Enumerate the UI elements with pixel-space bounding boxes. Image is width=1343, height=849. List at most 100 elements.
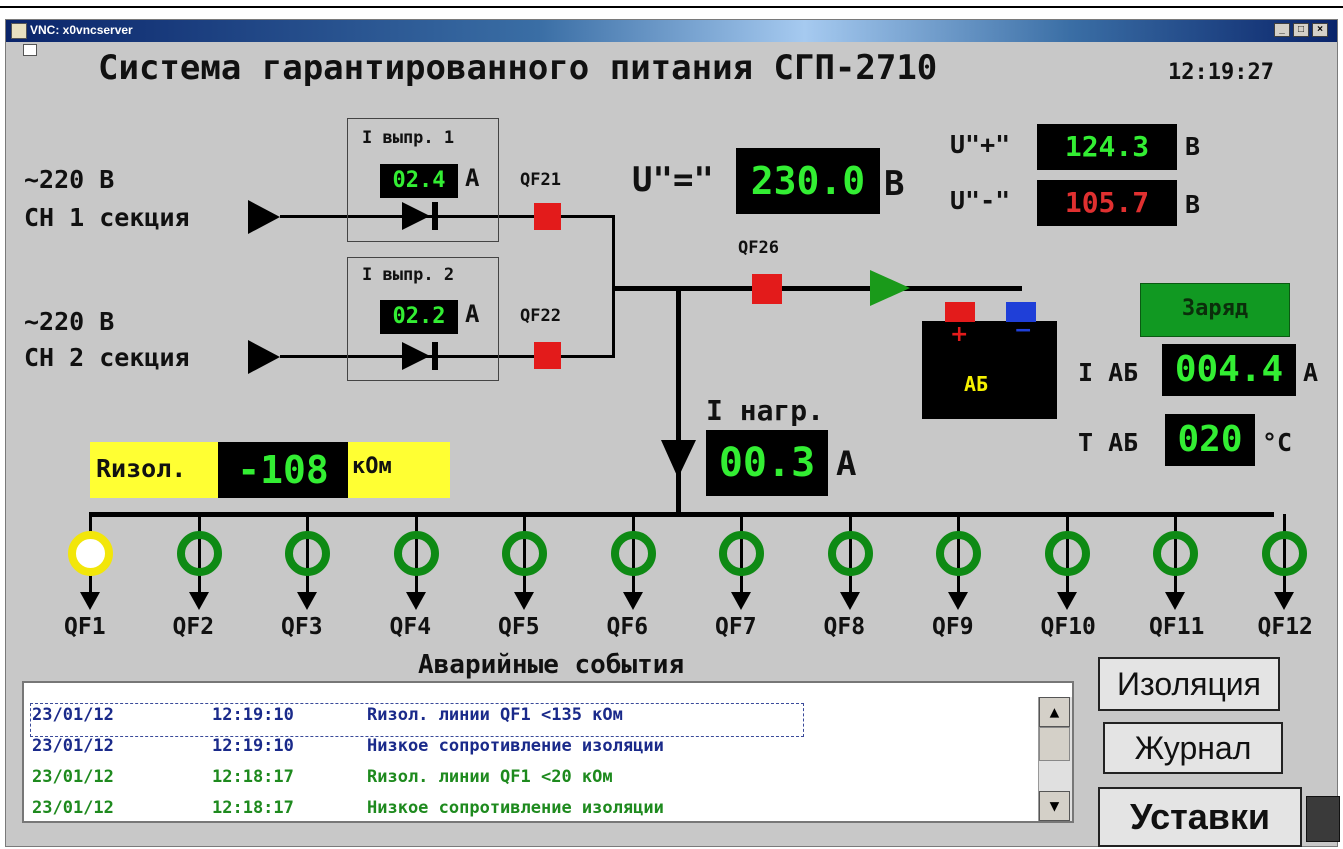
feeder-qf8-indicator[interactable] xyxy=(827,531,873,576)
feeder-label: QF2 xyxy=(172,614,215,640)
event-message: Низкое сопротивление изоляции xyxy=(367,798,664,818)
feeder-label: QF4 xyxy=(389,614,432,640)
input-2-voltage: ~220 В xyxy=(24,307,115,336)
event-log-scrollbar[interactable]: ▲ ▼ xyxy=(1038,697,1072,821)
plus-voltage-unit: В xyxy=(1185,132,1201,161)
clock: 12:19:27 xyxy=(1168,60,1274,85)
diode-1-icon xyxy=(402,202,438,230)
event-date: 23/01/12 xyxy=(32,767,114,787)
rectifier-2-unit: А xyxy=(465,300,480,328)
breaker-qf21-label: QF21 xyxy=(520,170,561,190)
feeder-qf4-indicator[interactable] xyxy=(393,531,439,576)
window-title: VNC: x0vncserver xyxy=(30,23,133,37)
event-date: 23/01/12 xyxy=(32,798,114,818)
breaker-qf22[interactable] xyxy=(534,342,561,369)
system-menu-box[interactable] xyxy=(23,44,37,56)
settings-button[interactable]: Уставки xyxy=(1098,787,1302,847)
events-title: Аварийные события xyxy=(418,650,685,680)
feeder-qf2-indicator[interactable] xyxy=(176,531,222,576)
load-current-unit: А xyxy=(836,444,857,484)
feeder-arrow-icon xyxy=(948,592,968,610)
insulation-unit: кОм xyxy=(352,454,392,479)
breaker-qf26[interactable] xyxy=(752,274,782,304)
feeder-qf7-indicator[interactable] xyxy=(719,531,764,576)
feeder-label: QF12 xyxy=(1257,614,1313,640)
feeder-arrow-icon xyxy=(297,592,317,610)
feeder-label: QF5 xyxy=(498,614,540,640)
minus-voltage-unit: В xyxy=(1185,190,1201,219)
battery-temp-value: 020 xyxy=(1165,414,1255,466)
page-top-rule xyxy=(0,6,1343,8)
feeder-arrow-icon xyxy=(514,592,534,610)
input-1-arrow-icon xyxy=(248,200,280,234)
bus-voltage-value: 230.0 xyxy=(736,148,880,214)
input-2-arrow-icon xyxy=(248,340,280,374)
page-title: Система гарантированного питания СГП-271… xyxy=(98,48,938,88)
bus-voltage-unit: В xyxy=(884,164,905,204)
minimize-button[interactable]: _ xyxy=(1274,23,1290,37)
event-message: Rизол. линии QF1 <20 кОм xyxy=(367,767,613,787)
feeder-label: QF7 xyxy=(715,614,757,640)
feeder-qf10-indicator[interactable] xyxy=(1044,531,1090,576)
input-1-name: СН 1 секция xyxy=(24,203,190,232)
battery-current-value: 004.4 xyxy=(1162,344,1296,396)
feeder-arrow-icon xyxy=(188,592,209,610)
scroll-thumb[interactable] xyxy=(1039,727,1070,761)
battery-temp-unit: °C xyxy=(1262,428,1293,457)
input-1-voltage: ~220 В xyxy=(24,165,115,194)
load-current-value: 00.3 xyxy=(706,430,828,496)
plus-voltage-value: 124.3 xyxy=(1037,124,1177,170)
load-arrow-icon xyxy=(661,440,696,478)
title-bar[interactable]: VNC: x0vncserver _ □ × xyxy=(6,20,1337,42)
battery-body xyxy=(922,321,1057,419)
close-button[interactable]: × xyxy=(1312,23,1328,37)
feeder-arrow-icon xyxy=(1165,592,1185,610)
feed-line-1 xyxy=(280,215,615,218)
feeder-label: QF3 xyxy=(281,614,323,640)
diode-2-icon xyxy=(402,342,438,370)
event-time: 12:19:10 xyxy=(212,705,294,725)
feeder-arrow-icon xyxy=(1056,592,1077,610)
load-feed-line xyxy=(676,290,681,514)
battery-label: АБ xyxy=(964,372,989,396)
event-message: Низкое сопротивление изоляции xyxy=(367,736,664,756)
rectifier-2-current: 02.2 xyxy=(380,300,458,334)
feeder-qf6-indicator[interactable] xyxy=(610,531,656,576)
feeder-qf5-indicator[interactable] xyxy=(502,531,547,576)
input-2-name: СН 2 секция xyxy=(24,343,190,372)
charge-direction-arrow-icon xyxy=(870,270,910,306)
breaker-qf21[interactable] xyxy=(534,203,561,230)
journal-button[interactable]: Журнал xyxy=(1103,722,1283,774)
insulation-label: Rизол. xyxy=(96,454,187,483)
rectifier-1-frame xyxy=(347,118,499,242)
load-current-label: I нагр. xyxy=(706,394,825,427)
bus-voltage-label: U"=" xyxy=(632,160,714,200)
feeder-qf9-indicator[interactable] xyxy=(936,531,981,576)
minus-sign-icon: − xyxy=(1014,318,1033,343)
breaker-qf22-label: QF22 xyxy=(520,306,561,326)
event-date: 23/01/12 xyxy=(32,736,114,756)
isolation-button[interactable]: Изоляция xyxy=(1098,657,1280,711)
battery-current-label: I АБ xyxy=(1078,358,1139,387)
feeder-label: QF8 xyxy=(823,614,866,640)
scroll-down-button[interactable]: ▼ xyxy=(1039,791,1070,821)
feed-line-2 xyxy=(280,355,615,358)
selected-row-outline xyxy=(30,703,804,737)
java-app-icon xyxy=(11,23,27,39)
exit-icon[interactable] xyxy=(1306,796,1340,842)
feeder-qf11-indicator[interactable] xyxy=(1153,531,1198,576)
feeder-arrow-icon xyxy=(622,592,643,610)
feeder-qf1-indicator[interactable] xyxy=(68,531,113,576)
event-time: 12:19:10 xyxy=(212,736,294,756)
feeder-arrow-icon xyxy=(1273,592,1294,610)
feeder-label: QF10 xyxy=(1040,614,1096,640)
feeder-qf3-indicator[interactable] xyxy=(285,531,330,576)
scroll-up-button[interactable]: ▲ xyxy=(1039,697,1070,727)
feeder-label: QF6 xyxy=(606,614,649,640)
maximize-button[interactable]: □ xyxy=(1293,23,1309,37)
battery-current-unit: А xyxy=(1303,358,1319,387)
minus-voltage-value: 105.7 xyxy=(1037,180,1177,226)
battery-feed-line xyxy=(612,286,1022,291)
feeder-qf12-indicator[interactable] xyxy=(1261,531,1307,576)
